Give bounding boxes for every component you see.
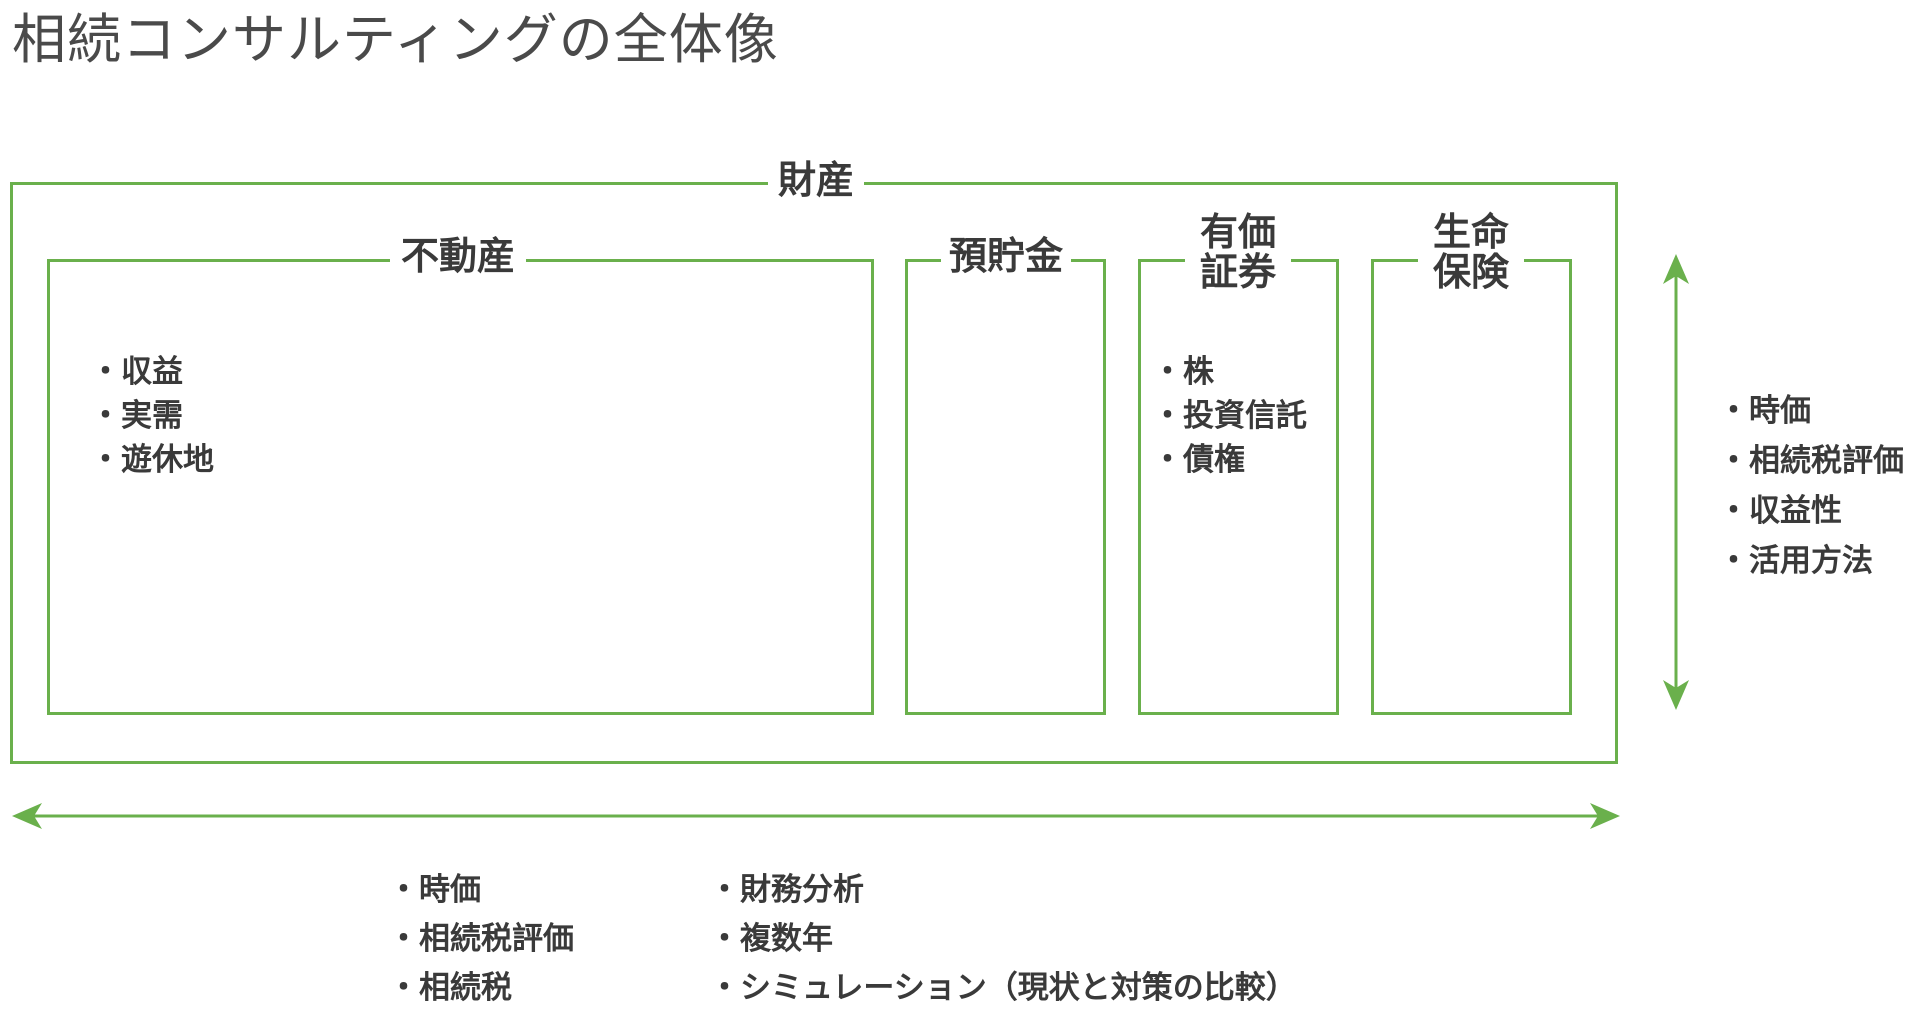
list-item: 遊休地 (90, 438, 214, 482)
list-item: 財務分析 (709, 866, 1297, 915)
deposits-label: 預貯金 (941, 236, 1071, 276)
insurance-label: 生命 保険 (1418, 212, 1524, 292)
securities-list: 株 投資信託 債権 (1152, 350, 1307, 482)
list-item: 複数年 (709, 915, 1297, 964)
securities-label-line1: 有価 (1199, 209, 1276, 254)
horizontal-axis-left-list: 時価 相続税評価 相続税 (388, 866, 574, 1013)
securities-label-line2: 証券 (1199, 248, 1276, 294)
insurance-label-line2: 保険 (1432, 248, 1509, 294)
list-item: 実需 (90, 394, 214, 438)
list-item: 相続税評価 (1718, 436, 1904, 486)
securities-label: 有価 証券 (1185, 212, 1291, 292)
list-item: 収益 (90, 350, 214, 394)
securities-box (1138, 259, 1339, 715)
list-item: 収益性 (1718, 486, 1904, 536)
vertical-double-arrow-icon (1663, 254, 1689, 710)
real-estate-label: 不動産 (390, 236, 526, 276)
list-item: シミュレーション（現状と対策の比較） (709, 964, 1297, 1013)
list-item: 債権 (1152, 438, 1307, 482)
insurance-box (1371, 259, 1572, 715)
list-item: 投資信託 (1152, 394, 1307, 438)
insurance-label-line1: 生命 (1432, 209, 1509, 254)
page-title: 相続コンサルティングの全体像 (12, 8, 779, 71)
real-estate-box (47, 259, 874, 715)
real-estate-list: 収益 実需 遊休地 (90, 350, 214, 482)
horizontal-axis-right-list: 財務分析 複数年 シミュレーション（現状と対策の比較） (709, 866, 1297, 1013)
assets-label: 財産 (768, 160, 864, 200)
list-item: 時価 (1718, 386, 1904, 436)
deposits-box (905, 259, 1106, 715)
list-item: 時価 (388, 866, 574, 915)
list-item: 相続税評価 (388, 915, 574, 964)
list-item: 相続税 (388, 964, 574, 1013)
list-item: 活用方法 (1718, 536, 1904, 586)
vertical-axis-list: 時価 相続税評価 収益性 活用方法 (1718, 386, 1904, 586)
list-item: 株 (1152, 350, 1307, 394)
horizontal-double-arrow-icon (12, 803, 1620, 829)
